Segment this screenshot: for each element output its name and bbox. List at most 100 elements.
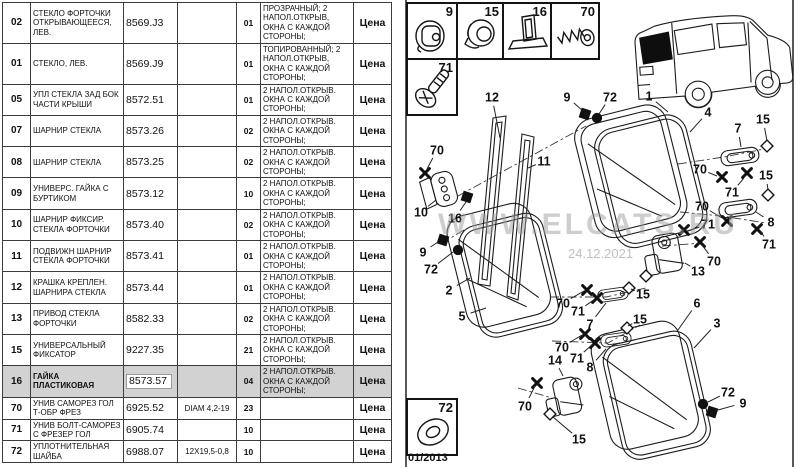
cell-price[interactable]: Цена	[353, 83, 392, 116]
part-thumbnail-16[interactable]: 16	[502, 2, 552, 60]
cell-price[interactable]: Цена	[353, 365, 392, 398]
callout-label-9[interactable]: 9	[564, 91, 571, 105]
callout-leader	[684, 262, 691, 267]
part-thumbnail-70[interactable]: 70	[550, 2, 600, 60]
callout-label-7[interactable]: 7	[735, 122, 742, 136]
cell-pos: 10	[2, 208, 31, 242]
callout-label-70[interactable]: 70	[693, 163, 707, 177]
cell-note: 2 НАПОЛ.ОТКРЫВ. ОКНА С КАЖДОЙ СТОРОНЫ;	[260, 146, 354, 179]
callout-label-4[interactable]: 4	[705, 106, 712, 120]
callout-label-72[interactable]: 72	[424, 263, 438, 277]
cell-qty: 23	[236, 396, 261, 420]
callout-label-10[interactable]: 10	[414, 206, 428, 220]
callout-label-2[interactable]: 2	[446, 284, 453, 298]
callout-label-8[interactable]: 8	[587, 361, 594, 375]
cell-price[interactable]: Цена	[353, 271, 392, 304]
part-thumbnail-9[interactable]: 9	[406, 2, 458, 60]
callout-label-71[interactable]: 71	[570, 352, 584, 366]
screw-x-marker	[591, 292, 603, 304]
callout-label-70[interactable]: 70	[556, 297, 570, 311]
part-thumbnail-71[interactable]: 71	[406, 58, 458, 116]
callout-label-71[interactable]: 71	[571, 305, 585, 319]
cell-price[interactable]: Цена	[353, 396, 392, 420]
callout-label-9[interactable]: 9	[740, 397, 747, 411]
callout-label-15[interactable]: 15	[572, 433, 586, 447]
cell-price[interactable]: Цена	[353, 2, 392, 44]
cell-price[interactable]: Цена	[353, 302, 392, 336]
part-thumbnail-72[interactable]: 72	[406, 398, 458, 456]
callout-label-70[interactable]: 70	[430, 144, 444, 158]
cell-pos: 01	[2, 42, 31, 85]
cell-note: 2 НАПОЛ.ОТКРЫВ. ОКНА С КАЖДОЙ СТОРОНЫ;	[260, 365, 354, 398]
callout-leader	[570, 290, 585, 299]
cell-desc: УНИВ САМОРЕЗ ГОЛ Т-ОБР ФРЕЗ	[30, 396, 124, 420]
callout-label-11[interactable]: 11	[537, 155, 550, 169]
callout-label-70[interactable]: 70	[555, 341, 569, 355]
callout-label-72[interactable]: 72	[721, 386, 735, 400]
callout-label-8[interactable]: 8	[768, 216, 775, 230]
cell-dim	[177, 42, 237, 85]
cell-price[interactable]: Цена	[353, 114, 392, 148]
cell-pos: 07	[2, 114, 31, 148]
callout-leader	[655, 101, 669, 113]
callout-label-70[interactable]: 70	[695, 200, 709, 214]
cell-price[interactable]: Цена	[353, 333, 392, 367]
cell-note	[260, 418, 354, 442]
van-illustration	[634, 15, 794, 109]
cell-price[interactable]: Цена	[353, 177, 392, 210]
cell-price[interactable]: Цена	[353, 440, 392, 464]
callout-label-13[interactable]: 13	[691, 265, 705, 279]
callout-label-70[interactable]: 70	[707, 255, 721, 269]
callout-label-71[interactable]: 71	[701, 218, 715, 232]
callout-label-15[interactable]: 15	[633, 313, 647, 327]
cell-desc: УНИВ БОЛТ-САМОРЕЗ С ФРЕЗЕР ГОЛ	[30, 418, 124, 442]
callout-label-70[interactable]: 70	[518, 400, 532, 414]
callout-label-1[interactable]: 1	[646, 90, 653, 104]
cell-price[interactable]: Цена	[353, 146, 392, 179]
callout-label-15[interactable]: 15	[636, 288, 650, 302]
washer-dot-marker	[591, 112, 603, 124]
callout-label-5[interactable]: 5	[459, 310, 466, 324]
callout-label-71[interactable]: 71	[762, 238, 776, 252]
cell-price[interactable]: Цена	[353, 240, 392, 273]
callout-label-71[interactable]: 71	[725, 186, 739, 200]
callout-label-6[interactable]: 6	[694, 297, 701, 311]
thumbnail-label: 71	[438, 60, 453, 75]
cell-price[interactable]: Цена	[353, 42, 392, 85]
cell-qty: 10	[236, 418, 261, 442]
cell-pos: 09	[2, 177, 31, 210]
cell-pos: 02	[2, 2, 31, 44]
cell-part: 8573.44	[123, 271, 178, 304]
callout-label-3[interactable]: 3	[714, 317, 721, 331]
callout-label-15[interactable]: 15	[759, 169, 773, 183]
callout-label-16[interactable]: 16	[448, 212, 462, 226]
cell-pos: 12	[2, 271, 31, 304]
callout-label-72[interactable]: 72	[603, 91, 617, 105]
cell-dim	[177, 114, 237, 148]
part-thumbnail-15[interactable]: 15	[456, 2, 504, 60]
callout-label-14[interactable]: 14	[548, 354, 562, 368]
callout-label-7[interactable]: 7	[587, 318, 594, 332]
cell-price[interactable]: Цена	[353, 208, 392, 242]
cell-note	[260, 440, 354, 464]
callout-label-15[interactable]: 15	[756, 113, 770, 127]
cell-qty: 10	[236, 440, 261, 464]
callout-label-9[interactable]: 9	[420, 246, 427, 260]
callout-label-12[interactable]: 12	[485, 91, 499, 105]
cell-price[interactable]: Цена	[353, 418, 392, 442]
